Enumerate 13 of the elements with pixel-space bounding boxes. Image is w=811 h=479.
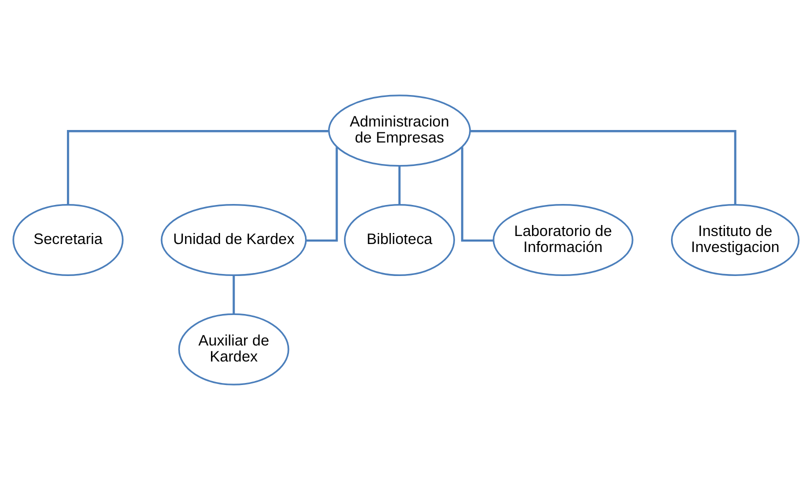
node-ellipse: Auxiliar de Kardex — [178, 312, 289, 385]
connector — [66, 130, 328, 204]
node-ellipse: Laboratorio de Información — [492, 203, 633, 276]
node-ellipse: Instituto de Investigacion — [670, 203, 800, 276]
node-ellipse: Biblioteca — [343, 203, 454, 276]
node-ellipse: Unidad de Kardex — [160, 203, 306, 276]
connector — [460, 146, 494, 242]
node-ellipse: Administracion de Empresas — [328, 94, 470, 166]
connector — [306, 146, 338, 242]
connector — [232, 274, 234, 314]
connector — [398, 165, 400, 204]
node-ellipse: Secretaria — [12, 203, 124, 276]
connector — [470, 130, 736, 204]
